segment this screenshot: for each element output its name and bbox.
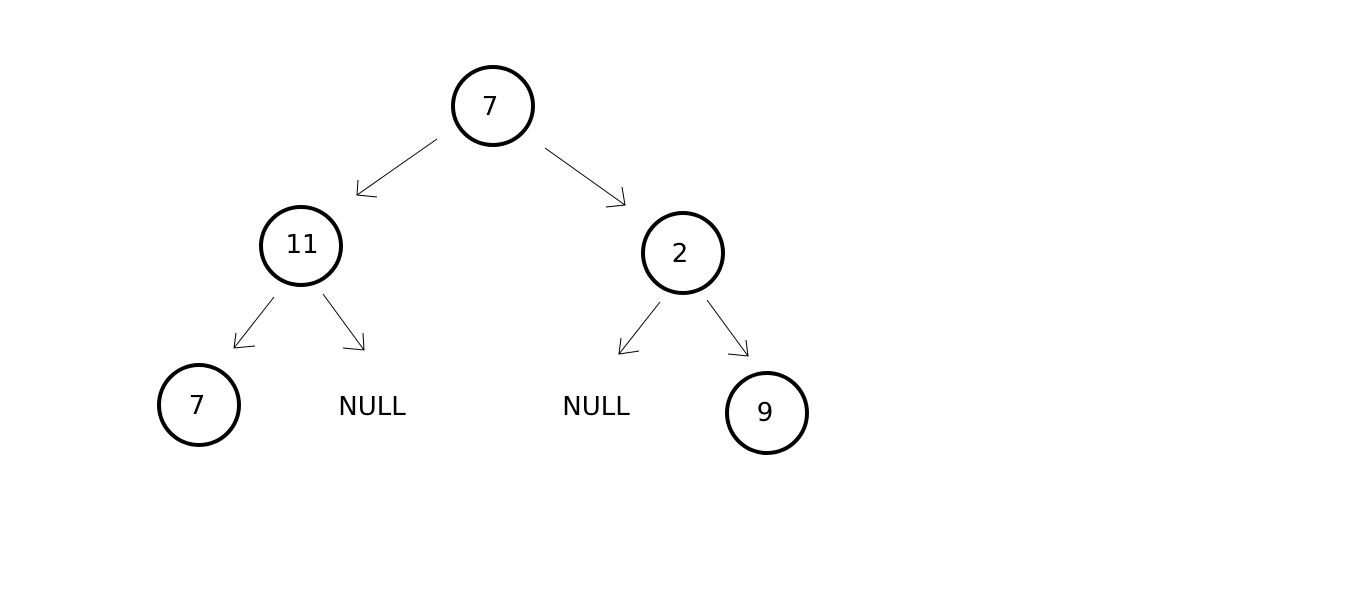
edge-left-to-left-right xyxy=(322,293,365,351)
null-leaf-left-right: NULL xyxy=(338,392,406,422)
tree-node-left: 11 xyxy=(259,205,343,287)
tree-node-root: 7 xyxy=(451,65,535,147)
node-value-right: 2 xyxy=(672,239,689,269)
edge-right-to-right-right xyxy=(706,299,749,357)
node-value-left-left: 7 xyxy=(189,391,206,421)
node-value-left: 11 xyxy=(285,230,318,260)
node-value-right-right: 9 xyxy=(757,398,774,428)
edge-left-to-left-left xyxy=(233,296,275,349)
edge-right-to-right-left xyxy=(618,301,661,355)
tree-node-right-right: 9 xyxy=(725,371,809,455)
tree-node-right: 2 xyxy=(641,211,725,295)
edge-root-to-left xyxy=(356,138,438,198)
null-leaf-right-left: NULL xyxy=(562,392,630,422)
tree-node-left-left: 7 xyxy=(157,363,241,447)
edge-root-to-right xyxy=(544,147,626,208)
node-value-root: 7 xyxy=(482,92,499,122)
